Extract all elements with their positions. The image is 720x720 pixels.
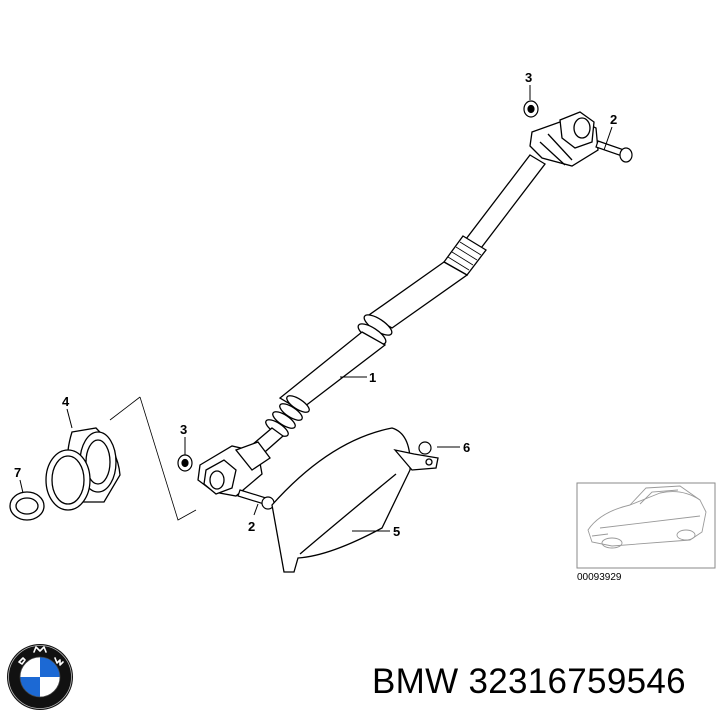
part-number: 32316759546 [468,662,686,701]
callout-2-bottom: 2 [248,519,255,534]
callout-2-top: 2 [610,112,617,127]
brand-name: BMW [372,662,459,701]
upper-universal-joint [529,111,599,167]
shield-nut [418,441,432,455]
assembly-guide-line [109,396,141,421]
callout-6: 6 [463,440,470,455]
callout-1: 1 [369,370,376,385]
lower-universal-joint [197,441,271,497]
assembly-guide-line-2 [139,396,197,521]
inset-code: 00093929 [577,572,622,583]
callout-3-bottom: 3 [180,422,187,437]
steering-shaft-part [244,154,546,459]
lower-nut [177,454,193,472]
vehicle-inset: 00093929 [576,482,716,583]
upper-bolt [595,140,633,163]
callout-4: 4 [62,394,70,409]
callout-5: 5 [393,524,400,539]
callout-3-top: 3 [525,70,532,85]
upper-nut [523,100,539,118]
heat-shield [271,427,439,573]
lower-bolt [237,489,275,510]
sealing-ring [9,491,45,521]
leader-lines [19,85,613,532]
car-silhouette [587,485,707,549]
callout-7: 7 [14,465,21,480]
bmw-roundel-icon [7,644,73,710]
part-caption: BMW 32316759546 [372,662,686,702]
shaft-boot [45,427,121,511]
